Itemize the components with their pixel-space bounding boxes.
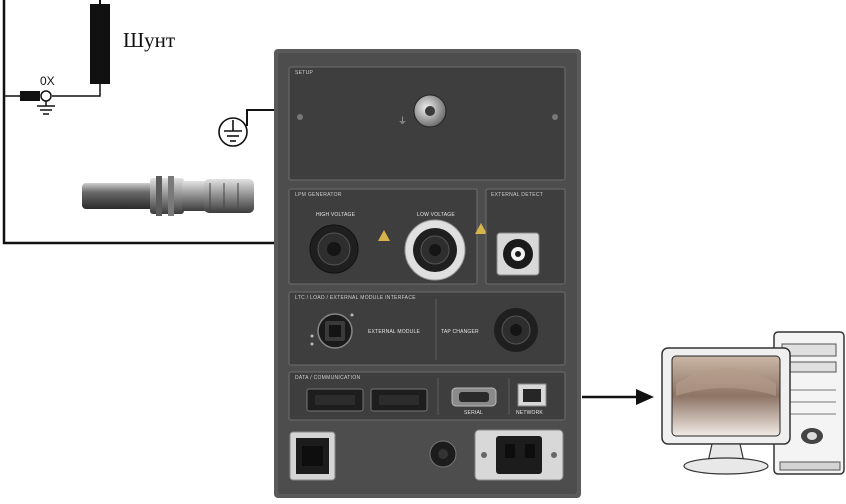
computer-icon xyxy=(661,331,845,475)
section-title-row3: LTC / LOAD / EXTERNAL MODULE INTERFACE xyxy=(295,295,416,301)
shunt-resistor xyxy=(90,4,110,84)
shunt-schematic xyxy=(2,0,275,245)
external-module-label: EXTERNAL MODULE xyxy=(368,329,420,335)
ground-symbol-small xyxy=(37,105,55,115)
device-rear-panel: ⏚ xyxy=(274,49,581,498)
terminal-0x-label: 0X xyxy=(40,74,55,88)
serial-label: SERIAL xyxy=(464,410,483,416)
ground-icon xyxy=(218,117,248,147)
tap-changer-label: TAP CHANGER xyxy=(441,329,479,335)
section-title-comms: DATA / COMMUNICATION xyxy=(295,375,361,381)
terminal-0x xyxy=(40,90,52,102)
section-title-external-detect: EXTERNAL DETECT xyxy=(491,192,544,198)
shunt-label: Шунт xyxy=(123,28,176,52)
terminal-block xyxy=(20,91,40,101)
warning-icon xyxy=(378,230,390,241)
high-voltage-label: HIGH VOLTAGE xyxy=(316,212,356,218)
section-title-generator: LPM GENERATOR xyxy=(295,192,342,198)
data-arrow xyxy=(582,389,654,405)
network-label: NETWORK xyxy=(516,410,543,416)
low-voltage-label: LOW VOLTAGE xyxy=(417,212,455,218)
panel-section-row3 xyxy=(288,291,566,366)
cable-plug-photo xyxy=(82,176,254,216)
svg-text:⏚: ⏚ xyxy=(398,116,407,126)
section-title-top: SETUP xyxy=(295,70,314,76)
